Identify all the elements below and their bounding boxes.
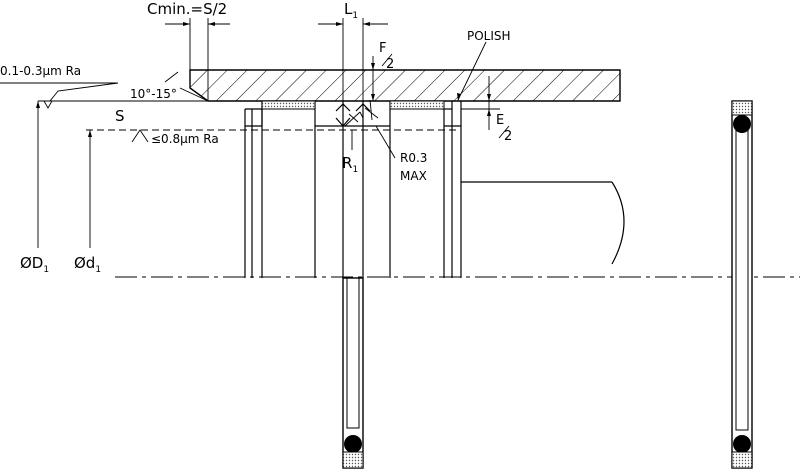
- f-half-den: 2: [386, 57, 394, 72]
- backup-ring-right: [389, 100, 445, 110]
- f-half-slash: [381, 53, 393, 67]
- e-half-den: 2: [504, 129, 512, 144]
- d1-big-dimension: [36, 100, 245, 248]
- surface-finish-top: [0, 82, 119, 109]
- r1-label: R1: [342, 154, 358, 175]
- e-half-num: E: [496, 113, 504, 128]
- polish-leader: [457, 41, 487, 101]
- l1-dimension: [318, 18, 388, 101]
- chamfer-dimension: [165, 18, 230, 101]
- d1-big-label: ØD1: [20, 254, 49, 275]
- surface-finish-bottom: [131, 129, 149, 143]
- e-half-dimension: [461, 76, 500, 130]
- d1-small-label: Ød1: [74, 254, 101, 275]
- chamfer-angle-label: 10°-15°: [130, 87, 177, 101]
- f-half-num: F: [379, 41, 386, 56]
- housing-section: [189, 69, 621, 102]
- backup-ring-left: [261, 100, 316, 110]
- r03-label: R0.3: [400, 151, 427, 165]
- oring-section-right: [731, 100, 753, 469]
- d1-small-dimension: [88, 130, 92, 248]
- r03-leader: [375, 125, 396, 159]
- f-half-dimension: [371, 56, 375, 101]
- rod-extension: [461, 181, 625, 265]
- oring-section-center: [342, 277, 364, 469]
- s-label: S: [115, 107, 125, 125]
- surface-ra-top-label: 0.1-0.3μm Ra: [0, 64, 81, 78]
- chamfer-min-label: Cmin.=S/2: [147, 0, 227, 18]
- surface-ra-bottom-label: ≤0.8μm Ra: [151, 132, 219, 146]
- polish-label: POLISH: [467, 29, 511, 43]
- chamfer-angle-leader: [164, 71, 209, 102]
- piston-body: [244, 101, 462, 278]
- e-half-slash: [498, 125, 510, 139]
- groove-radius-marks: [335, 99, 379, 127]
- max-label: MAX: [400, 169, 427, 183]
- l1-label: L1: [344, 0, 358, 21]
